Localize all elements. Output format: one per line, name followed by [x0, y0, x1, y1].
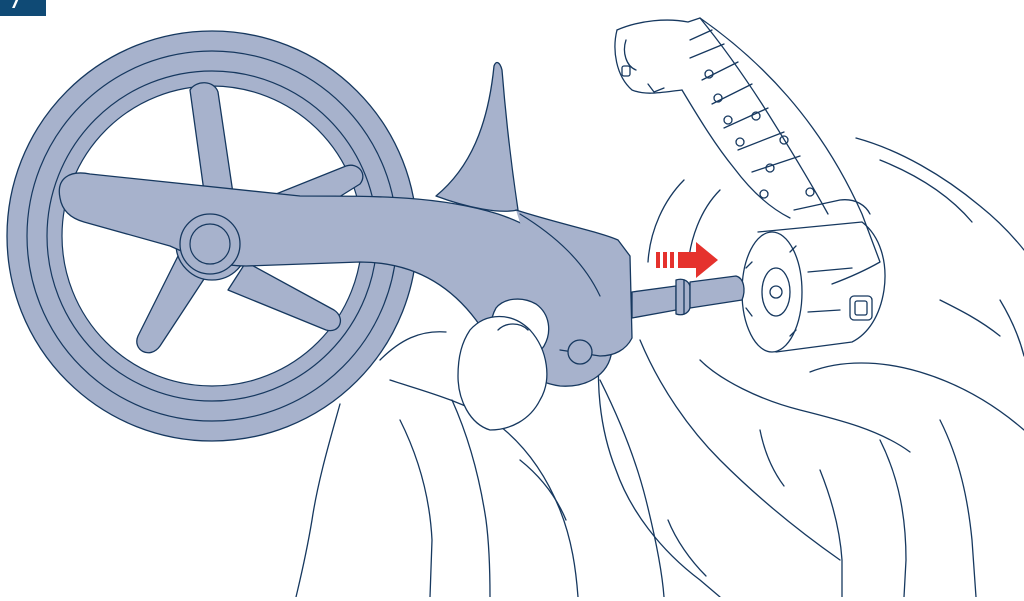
- wheel-socket: [742, 222, 885, 352]
- step-number: 7: [0, 0, 46, 12]
- step-number-badge: 7: [0, 0, 46, 16]
- left-thumb: [458, 299, 549, 430]
- axle-pin: [632, 276, 744, 318]
- insert-arrow: [656, 242, 718, 278]
- frame-leg: [615, 18, 880, 284]
